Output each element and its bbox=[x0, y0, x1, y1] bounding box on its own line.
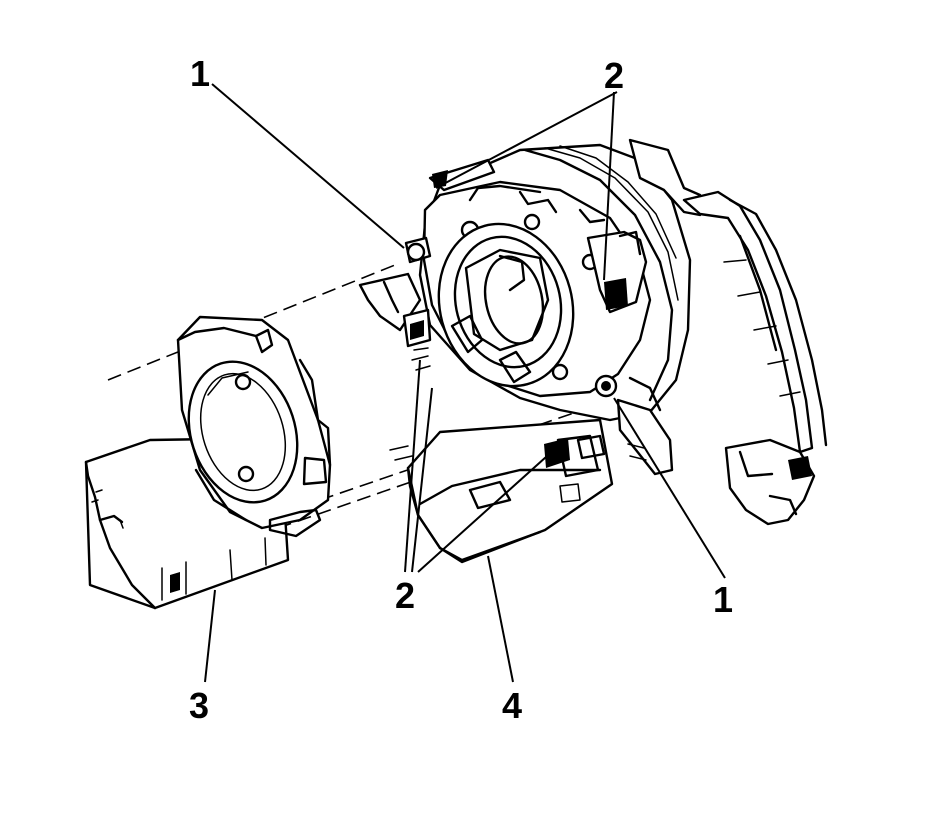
callout-4: 4 bbox=[502, 685, 522, 726]
part-3-ring-and-housing bbox=[84, 315, 332, 610]
callout-labels: 1 2 2 1 3 4 bbox=[189, 53, 733, 726]
callout-3: 3 bbox=[189, 685, 209, 726]
callout-2-top-right: 2 bbox=[604, 55, 624, 96]
part-4-bracket bbox=[389, 418, 614, 564]
leader-lines bbox=[204, 83, 726, 683]
callout-1-bottom-right: 1 bbox=[713, 579, 733, 620]
callout-2-bottom: 2 bbox=[395, 575, 415, 616]
callout-1-top-left: 1 bbox=[190, 53, 210, 94]
wire-harness bbox=[682, 190, 828, 526]
clock-spring-housing bbox=[358, 138, 702, 476]
